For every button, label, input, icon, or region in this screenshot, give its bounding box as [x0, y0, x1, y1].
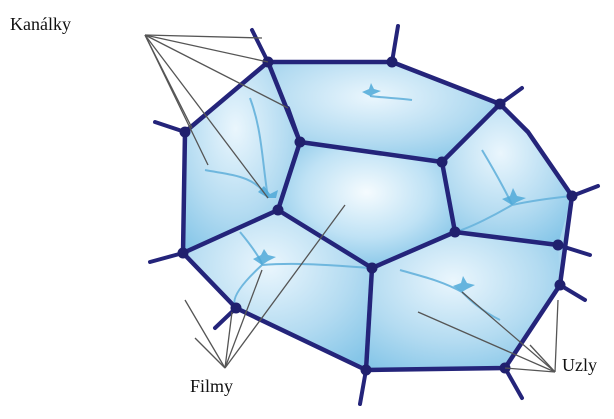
- label-filmy: Filmy: [190, 376, 233, 397]
- label-uzly: Uzly: [562, 355, 597, 376]
- label-kanalky: Kanálky: [10, 14, 71, 35]
